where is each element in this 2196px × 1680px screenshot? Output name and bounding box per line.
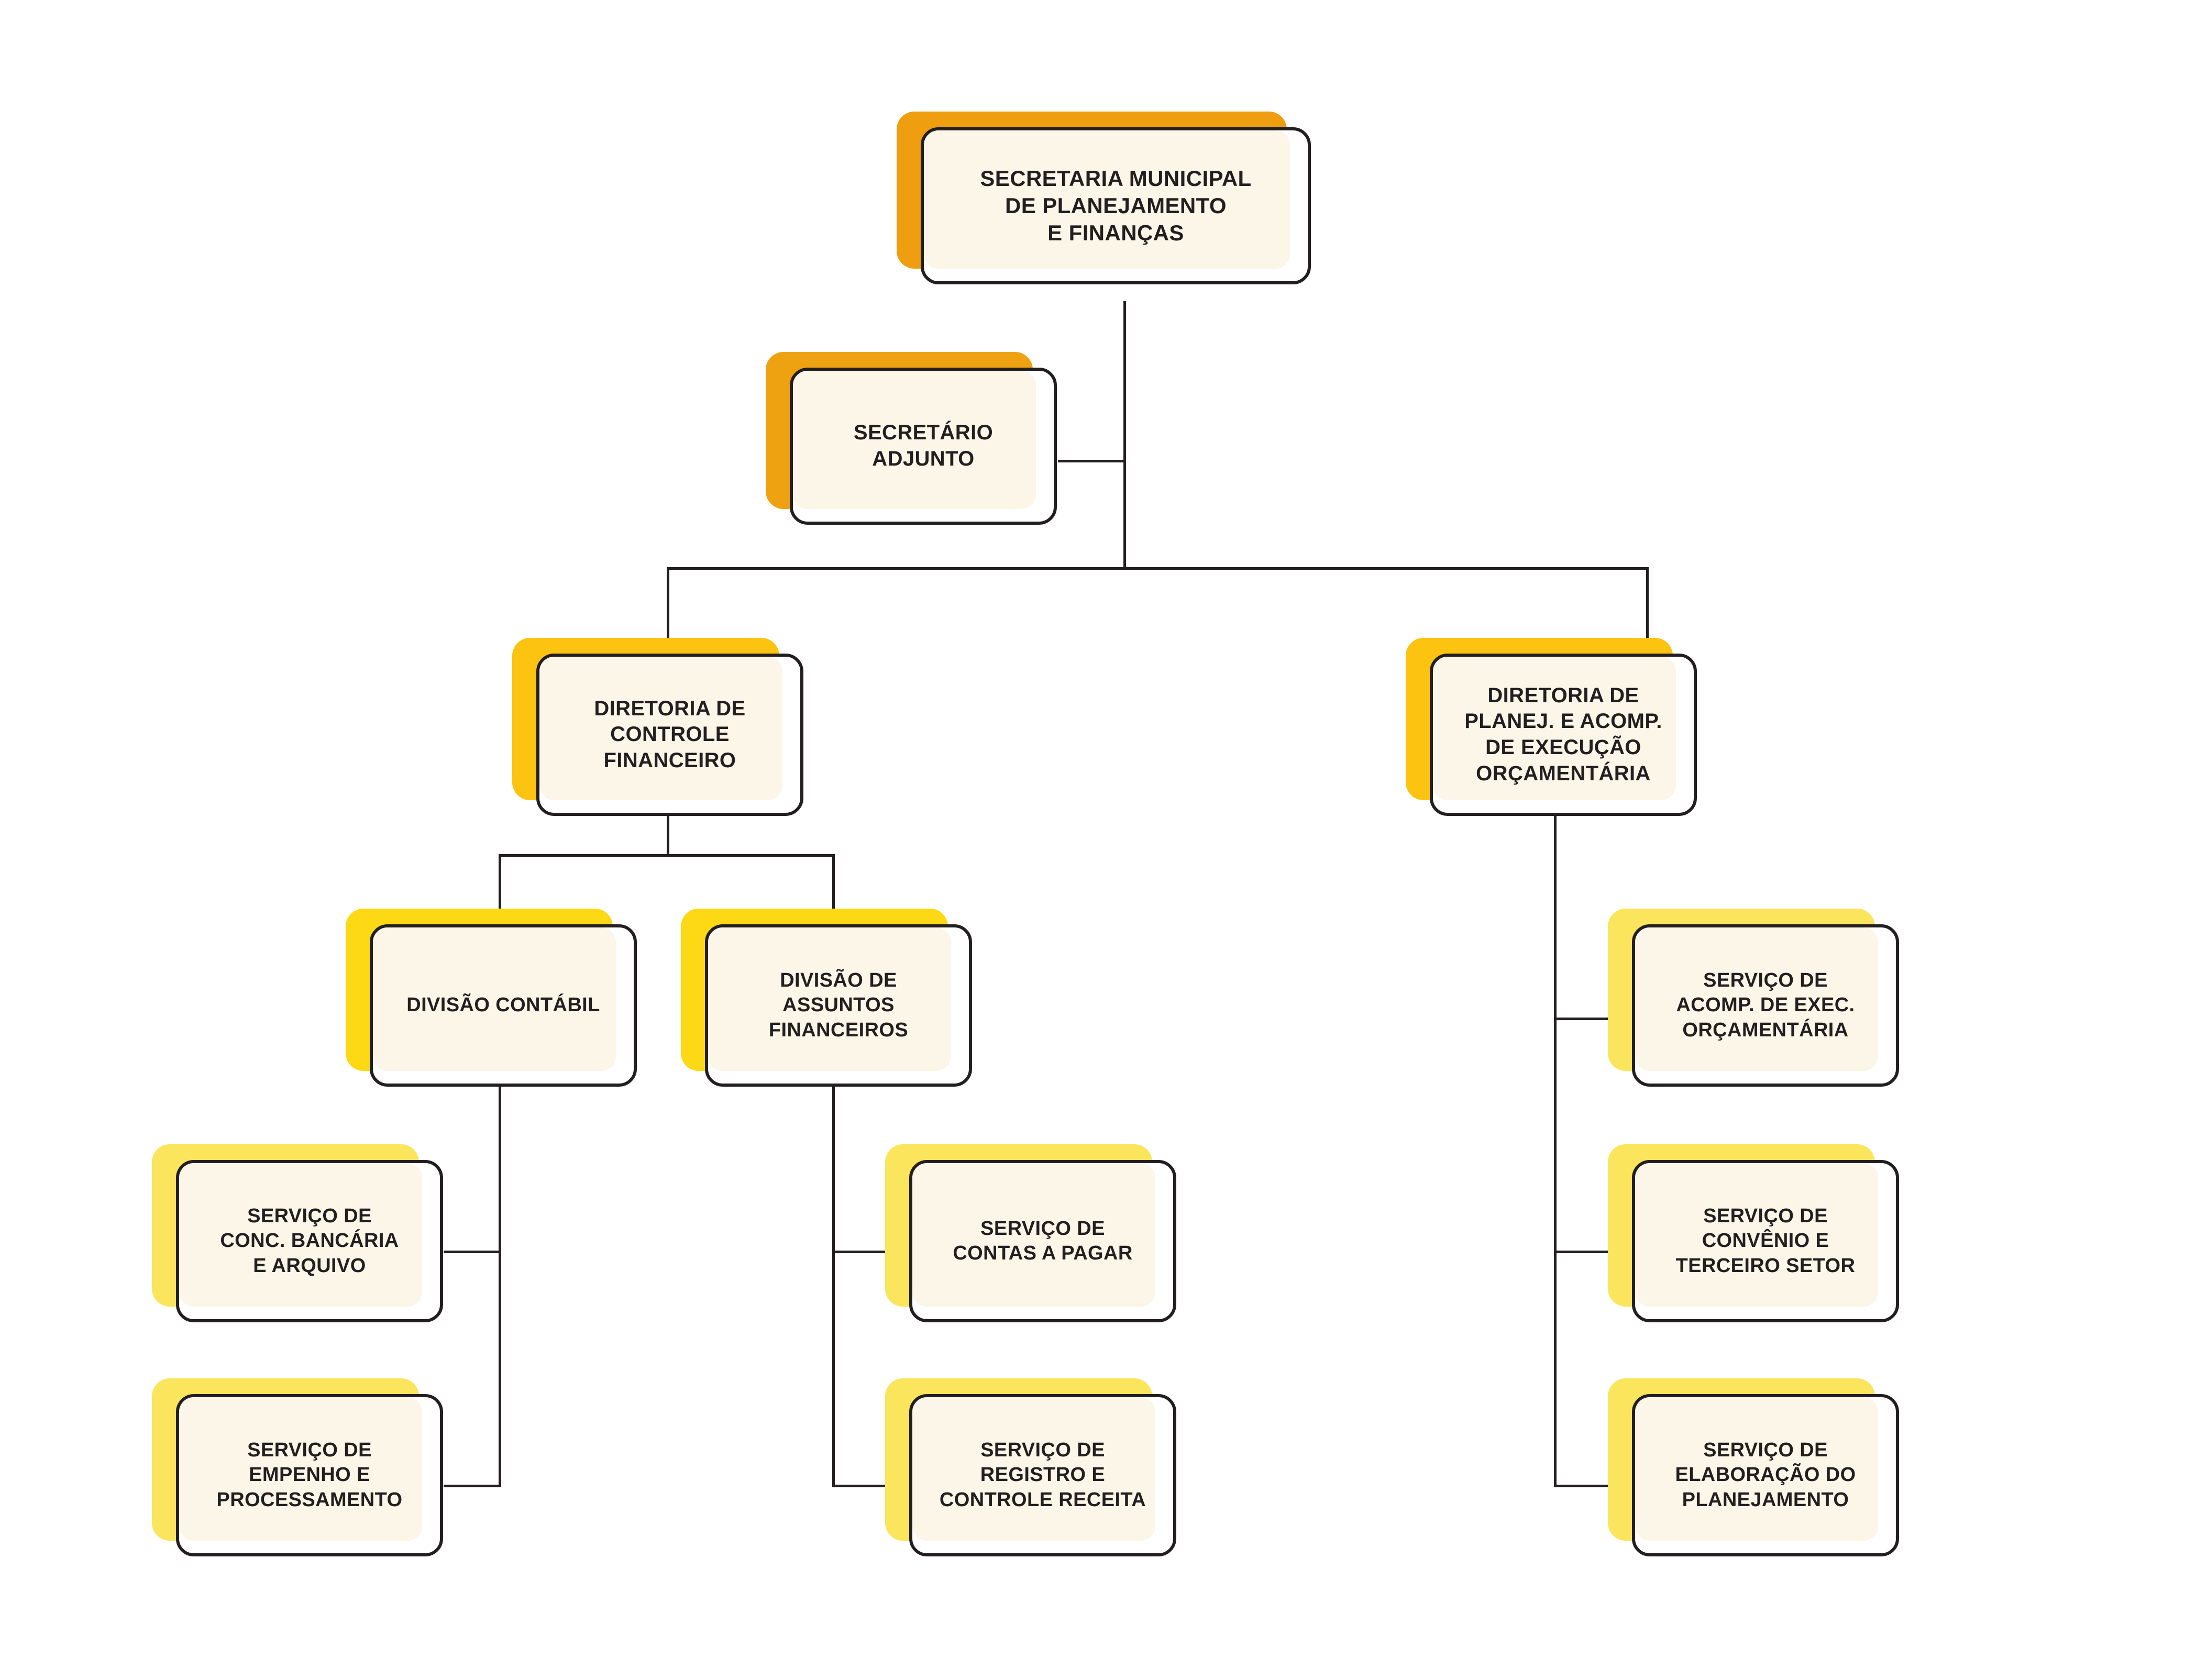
connector-to-diretoria-planejamento — [1646, 567, 1649, 640]
node-label: SERVIÇO DE ELABORAÇÃO DO PLANEJAMENTO — [1675, 1439, 1856, 1511]
node-card: DIVISÃO CONTÁBIL — [370, 924, 637, 1087]
node-tint — [179, 1163, 422, 1307]
connector-assuntos-branch-2 — [832, 1485, 890, 1487]
node-card: SERVIÇO DE REGISTRO E CONTROLE RECEITA — [909, 1394, 1176, 1556]
connector-planejamento-branch-1 — [1554, 1018, 1613, 1020]
node-tint — [539, 657, 782, 800]
connector-assuntos-spine — [832, 1086, 835, 1487]
node-label: SECRETARIA MUNICIPAL DE PLANEJAMENTO E F… — [980, 165, 1252, 246]
node-label: DIRETORIA DE CONTROLE FINANCEIRO — [594, 697, 746, 772]
connector-contabil-spine — [499, 1086, 501, 1487]
node-tint — [912, 1397, 1155, 1541]
node-tint — [793, 371, 1036, 509]
connector-to-diretoria-controle — [667, 567, 669, 640]
node-secretario-adjunto[interactable]: SECRETÁRIO ADJUNTO — [766, 352, 1057, 525]
node-label: SERVIÇO DE ACOMP. DE EXEC. ORÇAMENTÁRIA — [1676, 969, 1855, 1041]
node-label: DIRETORIA DE PLANEJ. E ACOMP. DE EXECUÇÃ… — [1464, 683, 1662, 785]
connector-adjunto-stub — [1058, 460, 1125, 462]
node-servico-convenio-terceiro-setor[interactable]: SERVIÇO DE CONVÊNIO E TERCEIRO SETOR — [1608, 1144, 1899, 1322]
node-tint — [373, 927, 616, 1071]
node-tint — [708, 927, 951, 1071]
node-servico-empenho-processamento[interactable]: SERVIÇO DE EMPENHO E PROCESSAMENTO — [152, 1378, 443, 1556]
node-card: DIRETORIA DE PLANEJ. E ACOMP. DE EXECUÇÃ… — [1430, 654, 1697, 816]
node-label: SERVIÇO DE CONVÊNIO E TERCEIRO SETOR — [1675, 1205, 1856, 1277]
node-label: DIVISÃO DE ASSUNTOS FINANCEIROS — [768, 969, 909, 1041]
node-card: SECRETARIA MUNICIPAL DE PLANEJAMENTO E F… — [921, 127, 1311, 284]
node-servico-elaboracao-planejamento[interactable]: SERVIÇO DE ELABORAÇÃO DO PLANEJAMENTO — [1608, 1378, 1899, 1556]
node-tint — [1635, 927, 1878, 1071]
connector-assuntos-branch-1 — [832, 1251, 890, 1253]
node-card: SERVIÇO DE ACOMP. DE EXEC. ORÇAMENTÁRIA — [1632, 924, 1899, 1087]
node-tint — [924, 130, 1290, 269]
node-servico-conc-bancaria-arquivo[interactable]: SERVIÇO DE CONC. BANCÁRIA E ARQUIVO — [152, 1144, 443, 1322]
node-card: SERVIÇO DE ELABORAÇÃO DO PLANEJAMENTO — [1632, 1394, 1899, 1556]
node-card: SERVIÇO DE CONVÊNIO E TERCEIRO SETOR — [1632, 1160, 1899, 1322]
node-tint — [179, 1397, 422, 1541]
connector-planejamento-branch-2 — [1554, 1251, 1613, 1253]
node-card: DIVISÃO DE ASSUNTOS FINANCEIROS — [705, 924, 972, 1087]
connector-to-divisao-contabil — [499, 854, 501, 912]
connector-root-trunk — [1123, 301, 1126, 568]
connector-planejamento-spine — [1554, 813, 1557, 1487]
connector-contabil-branch-1 — [444, 1251, 501, 1253]
connector-level2-bar — [667, 567, 1649, 570]
node-card: SERVIÇO DE CONC. BANCÁRIA E ARQUIVO — [176, 1160, 443, 1322]
node-servico-acomp-exec-orcamentaria[interactable]: SERVIÇO DE ACOMP. DE EXEC. ORÇAMENTÁRIA — [1608, 909, 1899, 1087]
node-label: SECRETÁRIO ADJUNTO — [853, 421, 994, 470]
node-card: SECRETÁRIO ADJUNTO — [790, 368, 1057, 525]
node-secretaria-municipal[interactable]: SECRETARIA MUNICIPAL DE PLANEJAMENTO E F… — [897, 112, 1311, 284]
connector-controle-trunk — [667, 813, 669, 856]
connector-planejamento-branch-3 — [1554, 1485, 1613, 1487]
node-diretoria-controle-financeiro[interactable]: DIRETORIA DE CONTROLE FINANCEIRO — [512, 638, 803, 816]
node-tint — [1635, 1163, 1878, 1307]
node-diretoria-planejamento-execucao[interactable]: DIRETORIA DE PLANEJ. E ACOMP. DE EXECUÇÃ… — [1406, 638, 1697, 816]
connector-to-divisao-assuntos — [832, 854, 835, 912]
node-servico-contas-a-pagar[interactable]: SERVIÇO DE CONTAS A PAGAR — [885, 1144, 1176, 1322]
node-card: SERVIÇO DE EMPENHO E PROCESSAMENTO — [176, 1394, 443, 1556]
node-card: SERVIÇO DE CONTAS A PAGAR — [909, 1160, 1176, 1322]
node-divisao-assuntos-financeiros[interactable]: DIVISÃO DE ASSUNTOS FINANCEIROS — [681, 909, 972, 1087]
node-label: SERVIÇO DE REGISTRO E CONTROLE RECEITA — [939, 1439, 1146, 1511]
node-card: DIRETORIA DE CONTROLE FINANCEIRO — [536, 654, 803, 816]
connector-contabil-branch-2 — [444, 1485, 501, 1487]
node-tint — [912, 1163, 1155, 1307]
node-divisao-contabil[interactable]: DIVISÃO CONTÁBIL — [346, 909, 637, 1087]
connector-divisoes-bar — [499, 854, 835, 857]
node-label: SERVIÇO DE EMPENHO E PROCESSAMENTO — [216, 1439, 403, 1511]
node-tint — [1433, 657, 1676, 800]
node-servico-registro-controle-receita[interactable]: SERVIÇO DE REGISTRO E CONTROLE RECEITA — [885, 1378, 1176, 1556]
node-label: DIVISÃO CONTÁBIL — [406, 994, 600, 1016]
node-tint — [1635, 1397, 1878, 1541]
node-label: SERVIÇO DE CONTAS A PAGAR — [953, 1217, 1133, 1264]
node-label: SERVIÇO DE CONC. BANCÁRIA E ARQUIVO — [220, 1205, 399, 1277]
